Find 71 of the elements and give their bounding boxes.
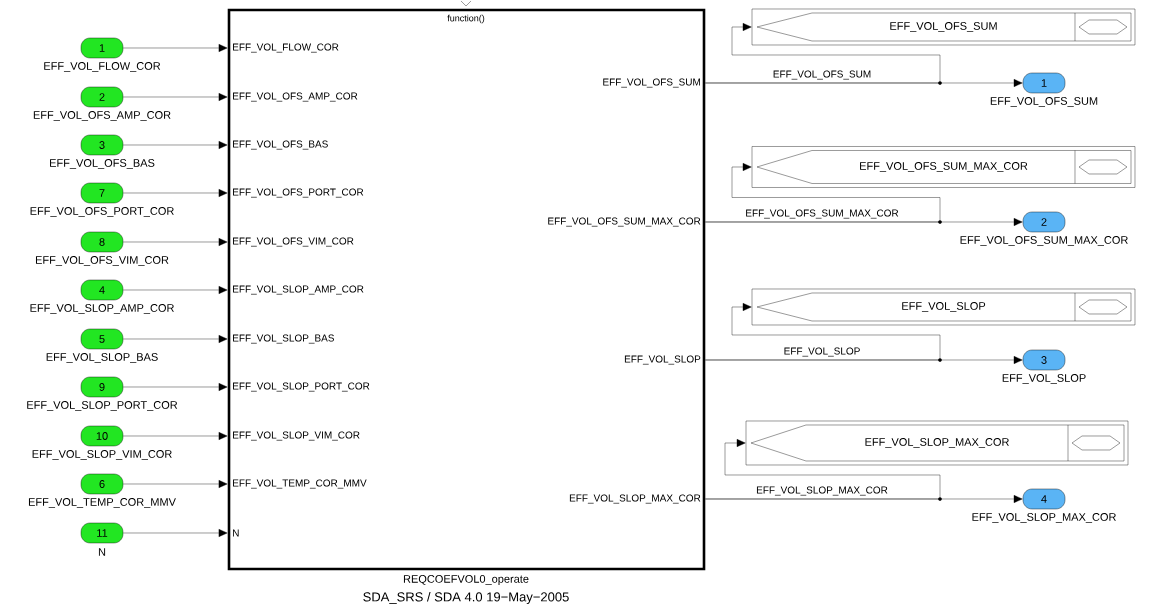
inport-block: 1: [80, 37, 124, 59]
outport-block: 4: [1022, 488, 1066, 510]
inport-block: 2: [80, 86, 124, 108]
port-label: EFF_VOL_SLOP_BAS: [233, 334, 334, 344]
port-name: EFF_VOL_OFS_AMP_COR: [33, 111, 171, 121]
port-label: EFF_VOL_SLOP: [624, 355, 701, 365]
inport-block: 10: [80, 425, 124, 447]
block-name: REQCOEFVOL0_operate: [403, 575, 529, 585]
inport-block: 6: [80, 473, 124, 495]
signal-line: [123, 44, 228, 52]
signal-line: [705, 439, 941, 500]
signal-label: EFF_VOL_SLOP_MAX_COR: [755, 485, 889, 497]
outport-block: 3: [1022, 349, 1066, 371]
port-label: EFF_VOL_OFS_BAS: [233, 140, 328, 150]
signal-line: [705, 23, 941, 84]
inport-block: 7: [80, 182, 124, 204]
port-label: EFF_VOL_SLOP_PORT_COR: [233, 382, 370, 392]
port-label: EFF_VOL_OFS_VIM_COR: [233, 237, 354, 247]
signal-label: EFF_VOL_OFS_SUM: [771, 69, 873, 81]
port-label: EFF_VOL_SLOP_MAX_COR: [569, 494, 701, 504]
port-name: EFF_VOL_OFS_SUM: [990, 97, 1098, 107]
port-label: EFF_VOL_SLOP_VIM_COR: [233, 431, 360, 441]
signal-label: EFF_VOL_SLOP: [782, 346, 862, 358]
port-name: EFF_VOL_SLOP_PORT_COR: [27, 401, 178, 411]
inport-block: 9: [80, 376, 124, 398]
signal-line: [123, 335, 228, 343]
port-name: EFF_VOL_OFS_VIM_COR: [36, 256, 169, 266]
goto-block: EFF_VOL_OFS_SUM_MAX_COR: [751, 146, 1136, 188]
port-name: EFF_VOL_TEMP_COR_MMV: [28, 498, 176, 508]
signal-label: EFF_VOL_OFS_SUM_MAX_COR: [744, 208, 900, 220]
signal-line: [123, 432, 228, 440]
signal-line: [123, 529, 228, 537]
inport-block: 3: [80, 134, 124, 156]
signal-line: [123, 238, 228, 246]
goto-block: EFF_VOL_OFS_SUM: [751, 8, 1136, 46]
inport-block: 5: [80, 328, 124, 350]
signal-line: [123, 480, 228, 488]
signal-line: [705, 163, 941, 223]
signal-line: [123, 383, 228, 391]
port-label: EFF_VOL_SLOP_AMP_COR: [233, 285, 364, 295]
signal-line: [123, 141, 228, 149]
port-label: N: [233, 529, 239, 537]
goto-block: EFF_VOL_SLOP: [751, 288, 1136, 326]
port-label: EFF_VOL_OFS_PORT_COR: [233, 188, 364, 198]
port-label: EFF_VOL_FLOW_COR: [233, 43, 339, 53]
port-name: EFF_VOL_SLOP_AMP_COR: [30, 304, 174, 314]
goto-block: EFF_VOL_SLOP_MAX_COR: [745, 420, 1129, 466]
port-name: EFF_VOL_OFS_BAS: [50, 159, 155, 169]
inport-block: 8: [80, 231, 124, 253]
port-label: EFF_VOL_OFS_SUM: [603, 78, 700, 88]
outport-block: 1: [1022, 72, 1066, 94]
trigger-label: function(): [447, 14, 485, 24]
outport-block: 2: [1022, 211, 1066, 233]
port-name: EFF_VOL_SLOP_VIM_COR: [32, 450, 172, 460]
signal-line: [705, 303, 941, 361]
port-name: EFF_VOL_OFS_PORT_COR: [30, 207, 174, 217]
signal-line: [123, 189, 228, 197]
signal-line: [123, 286, 228, 294]
port-name: N: [98, 548, 106, 556]
port-label: EFF_VOL_OFS_AMP_COR: [233, 92, 358, 102]
inport-block: 4: [80, 279, 124, 301]
port-name: EFF_VOL_FLOW_COR: [44, 62, 161, 72]
port-label: EFF_VOL_OFS_SUM_MAX_COR: [548, 217, 701, 227]
port-name: EFF_VOL_SLOP_BAS: [46, 353, 158, 363]
port-name: EFF_VOL_SLOP_MAX_COR: [972, 513, 1116, 523]
port-name: EFF_VOL_SLOP: [1002, 374, 1086, 384]
signal-line: [123, 93, 228, 101]
port-name: EFF_VOL_OFS_SUM_MAX_COR: [960, 236, 1128, 246]
caption: SDA_SRS / SDA 4.0 19−May−2005: [363, 591, 569, 605]
inport-block: 11: [80, 522, 124, 544]
port-label: EFF_VOL_TEMP_COR_MMV: [233, 479, 367, 489]
